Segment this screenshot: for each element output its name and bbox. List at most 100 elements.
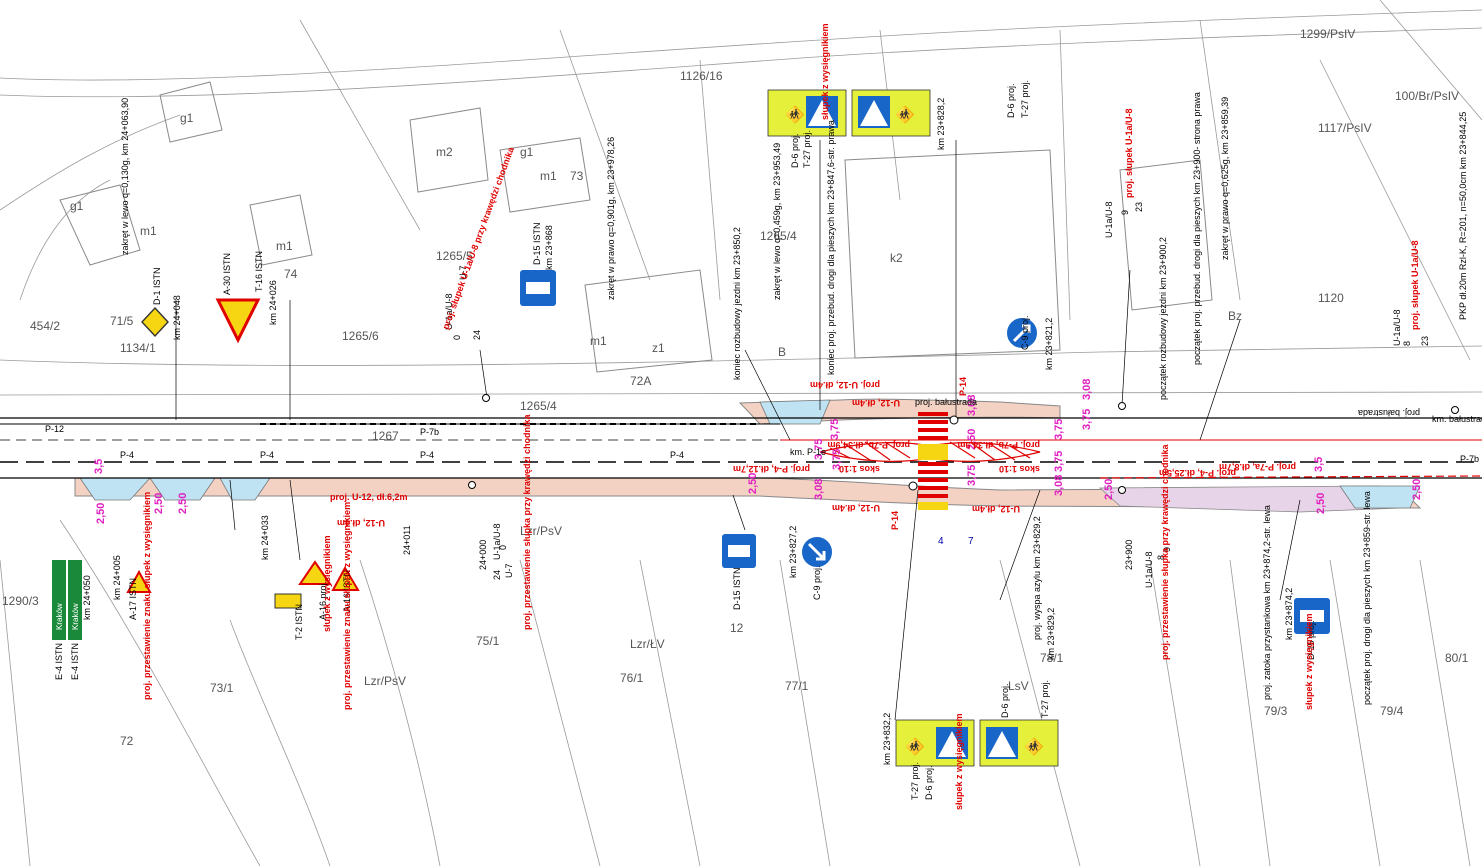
text-c9b: C-9 proj. [812,565,822,600]
text-b18: proj. bałustrada [915,397,977,407]
text-b7: zakręt w prawo q=0,625g, km 23+859,39 [1220,97,1230,260]
text-b14: km. P-1e [790,447,826,457]
road [0,417,1482,479]
text-d6b: D-6 proj. [790,133,800,168]
note-r21: proj. P-4, dł.25,5m [1159,468,1236,478]
text-u7b: U-7 [504,563,514,578]
posts [468,394,1459,494]
note-r11: proj. przestawienie znaku słupek z wysię… [342,502,352,710]
text-d15: D-15 ISTN [532,222,542,265]
text-km24000: 24+000 [478,540,488,570]
parcel-71: 71/5 [110,314,134,328]
text-km23868: km 23+868 [544,225,554,270]
text-u1c: U-1a/U-8 [1392,309,1402,346]
text-b9: PKP dł.20m Rzl-K, R=201, n=50,0cm km 23+… [1458,112,1468,320]
note-r17: U-12, dł.4m [832,503,880,513]
label-p4c: P-4 [420,450,434,460]
parcel-100: 100/Br/PsIV [1395,89,1459,103]
parcel-1117: 1117/PsIV [1318,121,1372,135]
label-g1a: g1 [180,111,194,125]
text-d6c: D-6 proj. [924,765,934,800]
dim-2: 2,50 [95,503,107,524]
text-d6: D-6 proj. [1006,83,1016,118]
text-km23874: km 23+874,2 [1284,588,1294,640]
note-r7: proj. słupek U-1a/U-8 [1410,240,1420,330]
dim-3: 3,5 [1313,457,1325,472]
text-d15c: D-15 proj. [1306,620,1316,660]
blue-signs [520,270,1330,634]
text-n9: 9 [1120,210,1130,215]
text-km23828: km 23+828,2 [936,98,946,150]
text-t27-bottom: T-27 proj. [1040,680,1050,718]
text-a16b: A-16 ISTN [342,570,352,612]
text-n8: 8 [1402,341,1412,346]
text-e4: E-4 ISTN [54,643,64,680]
dim-8: 3,75 [829,419,841,440]
parcel-77: 77/1 [785,679,809,693]
dim-19: 3,75 [831,449,843,470]
note-r2: słupek z wysięgnikiem [954,713,964,810]
note-r19: proj. P-7b, dł.34,9m [827,440,910,450]
text-n24: 24 [472,330,482,340]
note-r8: proj. przestawienie słupka przy krawędzi… [522,413,532,630]
dim-12: 3,75 [1053,419,1065,440]
label-p12: P-12 [45,424,64,434]
text-t27c: T-27 proj. [910,762,920,800]
text-u1b: U-1a/U-8 [444,293,454,330]
label-p4b: P-4 [260,450,274,460]
warning-signs [126,298,360,609]
text-n9b: 9 [1162,547,1172,552]
label-m1d: m1 [590,334,607,348]
dim-10: 3,75 [966,465,978,486]
note-r25: P-14 [958,377,968,396]
dim-7: 3,08 [813,479,825,500]
text-km23827: km 23+827,2 [788,526,798,578]
parcel-76: 76/1 [620,671,644,685]
label-m1b: m1 [276,239,293,253]
text-km23829: km 23+829,2 [1046,608,1056,660]
leader-lines [175,140,1301,721]
parcel-1267: 1267 [372,429,399,443]
text-b2: koniec proj. przebud. drogi dla pieszych… [826,120,836,375]
text-t16: T-16 ISTN [254,251,264,292]
note-r1: słupek z wysięgnikiem [820,23,830,120]
note-r23: skos 1:10 [839,464,880,474]
sign-group-bottom: 🚸 🚸 [895,719,1059,767]
text-n23: 23 [1134,202,1144,212]
label-p7b: P-7b [420,427,439,437]
dim-1: 3,5 [93,459,105,474]
note-r28: proj. U-12, dł.6,2m [330,492,408,502]
parcel-72a: 72A [630,374,651,388]
zebra-crossing [918,412,948,510]
parcel-454: 454/2 [30,319,60,333]
dim-14: 3,75 [1053,451,1065,472]
dimensions: 3,5 2,50 3,5 2,50 2,50 3,75 3,08 3,75 2,… [93,379,1423,547]
label-m1c: m1 [140,224,157,238]
label-m2: m2 [436,145,453,159]
dim-18: 3,08 [1081,379,1093,400]
label-p7b-right: P-7b [1460,454,1479,464]
note-r18: proj. P-4, dł.12,7m [733,464,810,474]
parcel-1265-4: 1265/4 [760,229,797,243]
parcel-1290: 1290/3 [2,594,39,608]
text-km24005: km 24+005 [112,555,122,600]
refuge-hatch [819,441,1041,462]
dim-15: 2,50 [1103,479,1115,500]
label-m1a: m1 [540,169,557,183]
text-n24b: 24 [492,570,502,580]
svg-text:🚸: 🚸 [905,737,925,756]
text-km23821: km 23+821,2 [1044,318,1054,370]
parcel-1120: 1120 [1318,291,1344,305]
parcel-78: 78/1 [1040,651,1064,665]
note-r6: proj. słupek U-1a/U-8 przy krawędzi chod… [440,145,516,331]
text-b1: początek proj. przebud. drogi dla pieszy… [1192,92,1202,365]
label-z1: z1 [652,341,665,355]
parcel-79b: 79/4 [1380,704,1404,718]
dim-13: 3,08 [1053,475,1065,496]
note-r20: proj. P-7b, dł.34,9m [957,440,1040,450]
label-p4d: P-4 [670,450,684,460]
text-km24026: km 24+026 [268,280,278,325]
text-d6-bottom: D-6 proj. [1000,683,1010,718]
black-labels: T-27 proj. D-6 proj. km 23+828,2 T-27 pr… [54,80,1482,800]
dim-16: 2,50 [153,493,165,514]
